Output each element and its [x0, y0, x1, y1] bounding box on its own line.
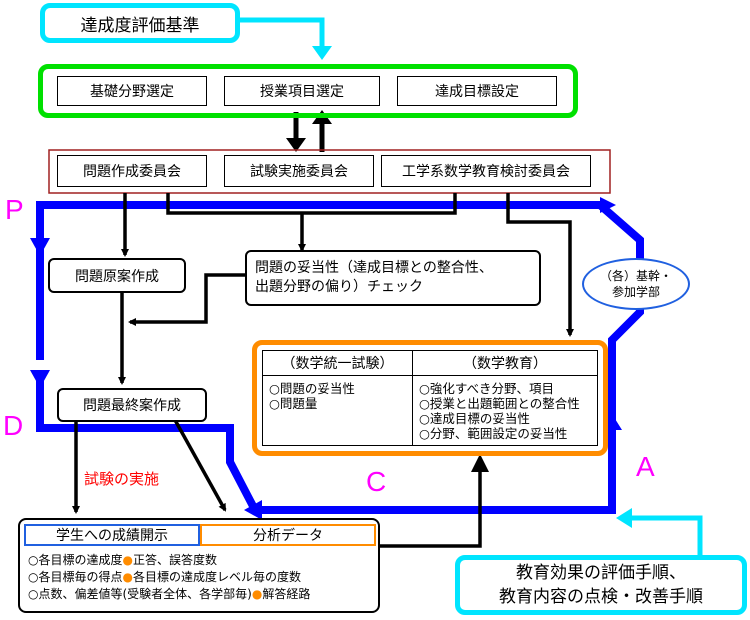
math-education-item: ○授業と出題範囲との整合性 [419, 396, 580, 411]
analysis-item: 正答、誤答度数 [132, 553, 217, 567]
procedure-arrow [626, 515, 703, 555]
basic-field-selection-label: 基礎分野選定 [90, 84, 174, 100]
title-flow-arrowhead [312, 46, 332, 60]
title-box: 達成度評価基準 [40, 3, 240, 43]
cycle-arrowhead-p [30, 238, 50, 256]
down-arrowhead [286, 138, 306, 152]
results-box: 学生への成績開示 分析データ ○各目標の達成度●正答、誤答度数 ○各目標毎の得点… [18, 518, 380, 613]
student-result-item: ○点数、偏差値等(受験者全体、各学部毎) [28, 587, 252, 601]
evaluation-column-divider [412, 351, 413, 445]
title-flow-arrow [240, 17, 325, 50]
lesson-item-selection-label: 授業項目選定 [260, 84, 344, 100]
cycle-arrowhead-c [244, 500, 262, 520]
departments-line-2: 参加学部 [611, 285, 660, 299]
selection-group-box [38, 64, 578, 118]
evaluation-header-divider [263, 375, 597, 376]
final-to-analysis [173, 419, 227, 512]
cycle-arrowhead-d [30, 370, 50, 388]
goal-setting-label: 達成目標設定 [435, 84, 519, 100]
exam-implementation-label: 試験の実施 [84, 470, 160, 488]
math-education-item: ○達成目標の妥当性 [419, 411, 530, 426]
results-row: ○各目標の達成度●正答、誤答度数 [28, 552, 310, 569]
student-result-item: ○各目標毎の得点 [28, 570, 123, 584]
check-to-flow [128, 273, 246, 326]
exam-validity-items: ○問題の妥当性 ○問題量 [269, 381, 355, 411]
committee-split-line [166, 193, 457, 215]
exam-validity-header: （数学統一試験） [263, 351, 412, 375]
draft-label: 問題原案作成 [75, 268, 159, 285]
results-row: ○点数、偏差値等(受験者全体、各学部毎)●解答経路 [28, 586, 310, 603]
final-draft-box: 問題最終案作成 [57, 388, 207, 422]
math-education-header: （数学教育） [413, 351, 597, 375]
results-header-text: 学生への成績開示 [56, 528, 168, 544]
draft-box: 問題原案作成 [48, 258, 186, 293]
problem-committee-label: 問題作成委員会 [83, 164, 181, 180]
analysis-header-text: 分析データ [253, 528, 323, 544]
final-draft-label: 問題最終案作成 [83, 398, 181, 414]
analysis-to-orange [378, 454, 489, 548]
orange-bullet-icon: ● [251, 587, 263, 601]
pdca-p-label: P [5, 194, 24, 225]
cycle-arrowhead-top [600, 197, 616, 213]
analysis-header: 分析データ [200, 524, 376, 546]
procedure-arrowhead [616, 508, 632, 528]
pdca-a-label: A [636, 451, 655, 482]
student-result-item: ○各目標の達成度 [28, 553, 123, 567]
departments-line-1: （各）基幹・ [599, 269, 672, 283]
procedure-line-2: 教育内容の点検・改善手順 [499, 587, 703, 607]
pdca-c-label: C [366, 466, 387, 497]
exam-committee-box: 試験実施委員会 [224, 155, 374, 187]
pdca-d-label: D [3, 410, 24, 441]
procedure-box: 教育効果の評価手順、 教育内容の点検・改善手順 [455, 555, 747, 615]
evaluation-table: （数学統一試験） （数学教育） ○問題の妥当性 ○問題量 ○強化すべき分野、項目… [262, 350, 598, 446]
committee3-to-orange [506, 193, 574, 337]
exam-validity-header-text: （数学統一試験） [281, 356, 394, 372]
exam-committee-label: 試験実施委員会 [250, 164, 348, 180]
departments-ellipse: （各）基幹・ 参加学部 [582, 258, 690, 310]
analysis-item: 解答経路 [262, 587, 311, 601]
orange-bullet-icon: ● [122, 553, 133, 567]
title-text: 達成度評価基準 [80, 15, 200, 36]
validity-check-box: 問題の妥当性（達成目標との整合性、 出題分野の偏り）チェック [245, 250, 541, 306]
results-list: ○各目標の達成度●正答、誤答度数 ○各目標毎の得点●各目標の達成度レベル毎の度数… [28, 552, 310, 603]
math-education-item: ○強化すべき分野、項目 [419, 381, 555, 396]
validity-check-line-1: 問題の妥当性（達成目標との整合性、 [255, 260, 493, 276]
math-education-committee-label: 工学系数学教育検討委員会 [402, 164, 570, 180]
basic-field-selection-box: 基礎分野選定 [57, 76, 207, 106]
validity-check-line-2: 出題分野の偏り）チェック [255, 279, 423, 295]
evaluation-box: （数学統一試験） （数学教育） ○問題の妥当性 ○問題量 ○強化すべき分野、項目… [252, 340, 608, 456]
problem-committee-box: 問題作成委員会 [57, 155, 207, 187]
math-education-committee-box: 工学系数学教育検討委員会 [381, 155, 591, 187]
analysis-item: 各目標の達成度レベル毎の度数 [132, 570, 301, 584]
procedure-line-1: 教育効果の評価手順、 [516, 563, 686, 583]
lesson-item-selection-box: 授業項目選定 [224, 76, 380, 106]
results-row: ○各目標毎の得点●各目標の達成度レベル毎の度数 [28, 569, 310, 586]
exam-validity-item: ○問題の妥当性 [269, 381, 355, 396]
orange-bullet-icon: ● [122, 570, 133, 584]
committees-frame [48, 149, 611, 194]
results-header: 学生への成績開示 [24, 524, 200, 546]
goal-setting-box: 達成目標設定 [397, 76, 557, 106]
math-education-header-text: （数学教育） [463, 356, 547, 372]
exam-validity-item: ○問題量 [269, 396, 318, 411]
math-education-items: ○強化すべき分野、項目 ○授業と出題範囲との整合性 ○達成目標の妥当性 ○分野、… [419, 381, 580, 441]
math-education-item: ○分野、範囲設定の妥当性 [419, 426, 568, 441]
